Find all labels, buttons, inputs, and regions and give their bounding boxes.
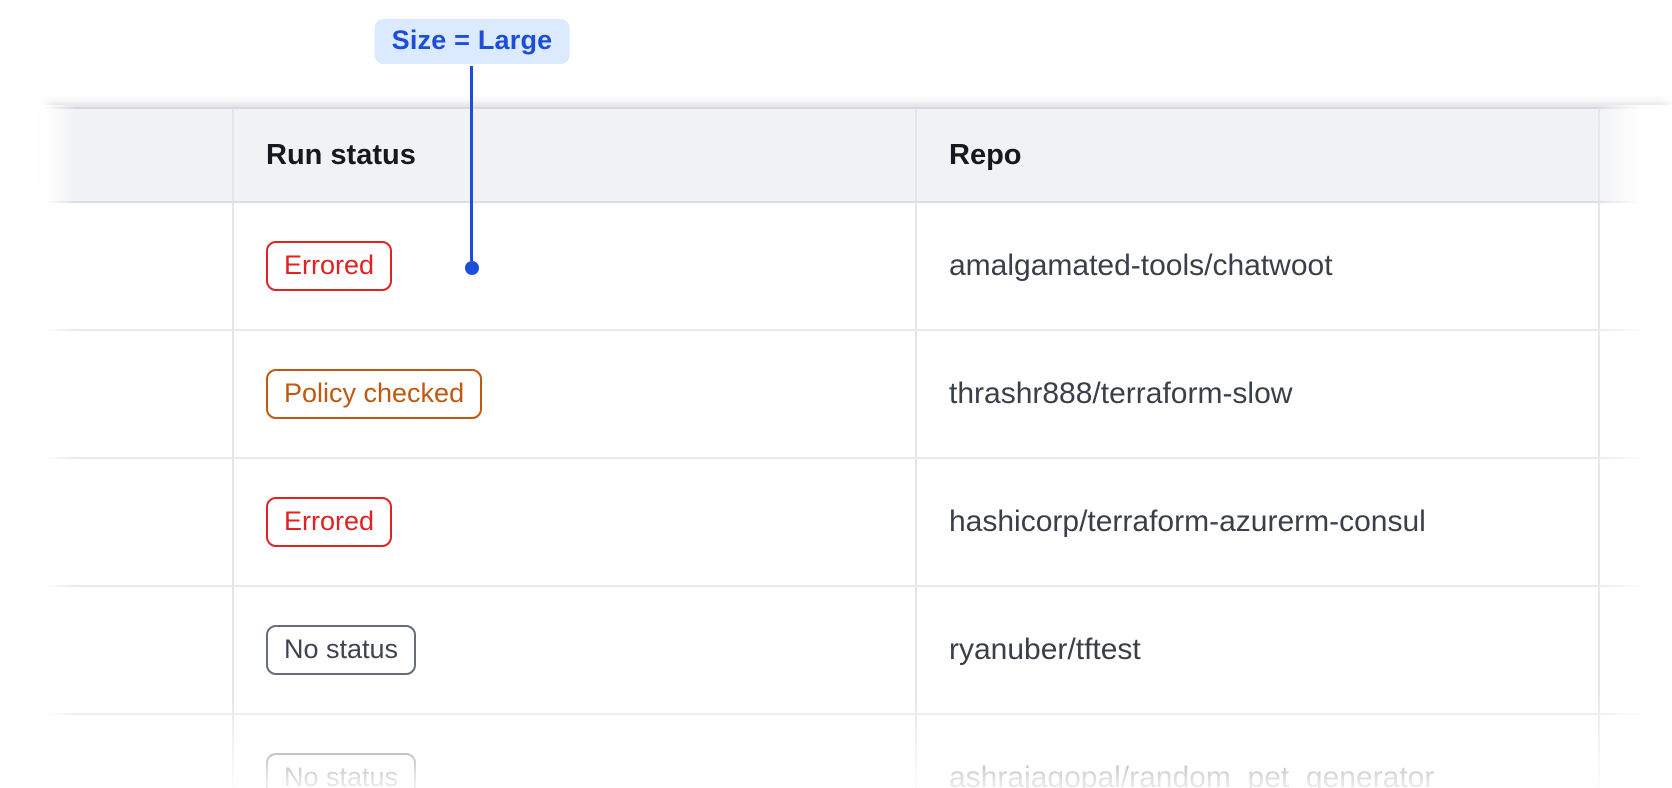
table-row: Policy checked thrashr888/terraform-slow: [43, 331, 1672, 459]
empty-cell: [43, 715, 232, 788]
table-header-row: Run status Repo: [43, 107, 1672, 203]
table-row: No status ryanuber/tftest: [43, 587, 1672, 715]
table-row: No status ashrajagopal/random_pet_genera…: [43, 715, 1672, 788]
status-badge: Errored: [266, 497, 393, 547]
status-badge: Policy checked: [266, 369, 483, 419]
repo-name: ashrajagopal/random_pet_generator: [949, 761, 1435, 788]
status-badge: Errored: [266, 241, 393, 291]
header-cell-run-status: Run status: [232, 109, 915, 201]
run-status-cell: Errored: [232, 459, 915, 585]
status-badge: No status: [266, 625, 417, 675]
empty-cell: [43, 331, 232, 457]
table-row: Errored hashicorp/terraform-azurerm-cons…: [43, 459, 1672, 587]
clipped-cell: [1598, 715, 1672, 788]
run-status-cell: No status: [232, 587, 915, 713]
status-badge: No status: [266, 753, 417, 788]
repo-name: ryanuber/tftest: [949, 633, 1141, 666]
empty-cell: [43, 203, 232, 329]
empty-cell: [43, 587, 232, 713]
run-status-cell: Policy checked: [232, 331, 915, 457]
repo-cell: ashrajagopal/random_pet_generator: [915, 715, 1598, 788]
header-cell-clipped: [1598, 109, 1672, 201]
run-status-cell: Errored: [232, 203, 915, 329]
repo-name: amalgamated-tools/chatwoot: [949, 249, 1333, 282]
clipped-cell: [1598, 587, 1672, 713]
header-cell-empty: [43, 109, 232, 201]
clipped-cell: [1598, 459, 1672, 585]
table-body: Errored amalgamated-tools/chatwoot Polic…: [43, 203, 1672, 788]
clipped-cell: [1598, 331, 1672, 457]
repo-name: hashicorp/terraform-azurerm-consul: [949, 505, 1426, 538]
repo-cell: amalgamated-tools/chatwoot: [915, 203, 1598, 329]
header-cell-repo: Repo: [915, 109, 1598, 201]
table-row: Errored amalgamated-tools/chatwoot: [43, 203, 1672, 331]
annotation-pointer-dot: [465, 261, 479, 275]
repo-cell: thrashr888/terraform-slow: [915, 331, 1598, 457]
repo-cell: hashicorp/terraform-azurerm-consul: [915, 459, 1598, 585]
annotation-connector-line: [470, 66, 473, 261]
empty-cell: [43, 459, 232, 585]
repo-cell: ryanuber/tftest: [915, 587, 1598, 713]
runs-table: Run status Repo Errored amalgamated-tool…: [43, 107, 1672, 788]
clipped-cell: [1598, 203, 1672, 329]
repo-name: thrashr888/terraform-slow: [949, 377, 1293, 410]
size-annotation-label: Size = Large: [374, 19, 570, 64]
run-status-cell: No status: [232, 715, 915, 788]
